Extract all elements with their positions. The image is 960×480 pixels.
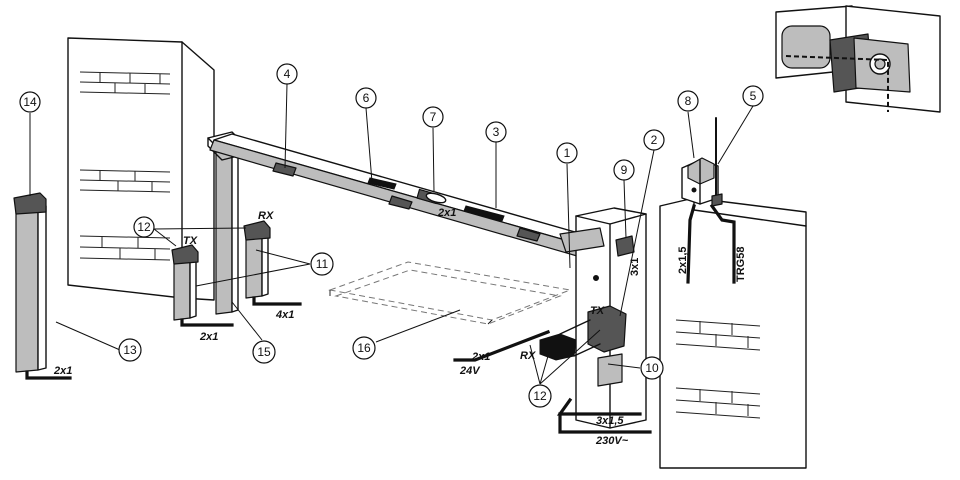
callout-4: 4 bbox=[276, 63, 298, 85]
callout-10: 10 bbox=[640, 356, 664, 380]
svg-text:9: 9 bbox=[621, 163, 628, 177]
svg-text:6: 6 bbox=[363, 91, 370, 105]
svg-text:14: 14 bbox=[23, 95, 37, 109]
gate-cabinet bbox=[539, 207, 652, 434]
flashing-lamp bbox=[681, 157, 719, 205]
rx-label-left: RX bbox=[258, 210, 274, 222]
cable-label-floor-2x1: 2x1 bbox=[471, 351, 490, 363]
callout-16: 16 bbox=[352, 336, 376, 360]
cable-label-power-230v: 230V~ bbox=[595, 435, 629, 447]
cable-label-floor-24v: 24V bbox=[459, 365, 481, 377]
cable-label-post11: 4x1 bbox=[275, 309, 294, 321]
svg-text:2: 2 bbox=[651, 133, 658, 147]
cable-label-antenna: TRG58 bbox=[735, 247, 747, 282]
left-brick-wall bbox=[67, 37, 215, 301]
cable-label-boom: 2x1 bbox=[437, 207, 456, 219]
photocell-post-tx bbox=[171, 244, 234, 327]
svg-text:12: 12 bbox=[137, 220, 151, 234]
inset-detail bbox=[775, 5, 941, 113]
antenna bbox=[711, 117, 723, 207]
svg-text:3: 3 bbox=[493, 125, 500, 139]
photocell-post-13 bbox=[13, 192, 72, 380]
svg-text:15: 15 bbox=[257, 345, 271, 359]
detector-loop bbox=[328, 261, 572, 362]
svg-text:7: 7 bbox=[430, 110, 437, 124]
cable-label-power-3x15: 3x1,5 bbox=[596, 415, 624, 427]
callout-11: 11 bbox=[310, 252, 334, 276]
photocell-post-rx bbox=[243, 220, 302, 306]
cable-label-column-3x1: 3x1 bbox=[629, 258, 641, 276]
callout-8: 8 bbox=[677, 90, 699, 112]
svg-text:12: 12 bbox=[533, 389, 547, 403]
cable-label-lamp: 2x1,5 bbox=[677, 246, 689, 274]
svg-text:4: 4 bbox=[284, 67, 291, 81]
svg-text:8: 8 bbox=[685, 94, 692, 108]
cable-label-post15: 2x1 bbox=[199, 331, 218, 343]
callout-12-right: 12 bbox=[528, 384, 552, 408]
callout-7: 7 bbox=[422, 106, 444, 128]
tx-label-right: TX bbox=[590, 305, 605, 317]
svg-text:11: 11 bbox=[316, 257, 329, 271]
leader-lines bbox=[29, 83, 754, 385]
boom-arm bbox=[209, 133, 597, 259]
callout-13: 13 bbox=[118, 338, 142, 362]
svg-text:5: 5 bbox=[750, 89, 757, 103]
callout-15: 15 bbox=[252, 340, 276, 364]
svg-text:16: 16 bbox=[357, 341, 371, 355]
callout-1: 1 bbox=[556, 142, 578, 164]
callout-14: 14 bbox=[19, 91, 41, 113]
right-brick-wall bbox=[659, 197, 807, 469]
callout-12-left: 12 bbox=[133, 216, 155, 238]
cable-label-post13: 2x1 bbox=[53, 365, 72, 377]
svg-text:1: 1 bbox=[564, 146, 571, 160]
svg-text:10: 10 bbox=[645, 361, 659, 375]
callout-5: 5 bbox=[742, 85, 764, 107]
svg-text:13: 13 bbox=[123, 343, 137, 357]
callout-9: 9 bbox=[613, 159, 635, 181]
callout-6: 6 bbox=[355, 87, 377, 109]
callout-3: 3 bbox=[485, 121, 507, 143]
tx-label-left: TX bbox=[183, 235, 198, 247]
rx-label-right: RX bbox=[520, 350, 536, 362]
callout-2: 2 bbox=[643, 129, 665, 151]
